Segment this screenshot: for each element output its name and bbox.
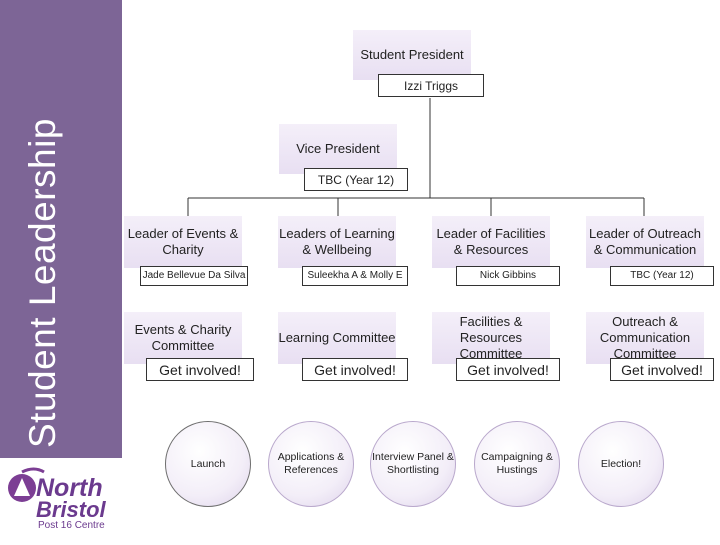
- process-step-label: Applications & References: [277, 451, 345, 476]
- leader-name-box: TBC (Year 12): [610, 266, 714, 286]
- get-involved-label: Get involved!: [467, 361, 549, 378]
- logo-mark-icon: [8, 467, 45, 502]
- north-bristol-logo: [0, 462, 122, 540]
- president-role-box: Student President: [353, 30, 471, 80]
- logo-text-subtitle: Post 16 Centre: [38, 520, 105, 531]
- committee-box: Facilities & Resources Committee: [432, 312, 550, 364]
- committee-box: Events & Charity Committee: [124, 312, 242, 364]
- president-name: Izzi Triggs: [403, 78, 458, 93]
- logo-text-bristol: Bristol: [36, 497, 106, 522]
- vp-role-box: Vice President: [279, 124, 397, 174]
- leader-role: Leader of Facilities & Resources: [436, 226, 546, 257]
- committee-box: Learning Committee: [278, 312, 396, 364]
- leader-role-box: Leaders of Learning & Wellbeing: [278, 216, 396, 268]
- leader-name-box: Jade Bellevue Da Silva: [140, 266, 248, 286]
- leader-role: Leaders of Learning & Wellbeing: [279, 226, 395, 257]
- get-involved-box: Get involved!: [610, 358, 714, 381]
- get-involved-label: Get involved!: [159, 361, 241, 378]
- leader-name: Nick Gibbins: [479, 270, 537, 281]
- leader-name: TBC (Year 12): [630, 270, 694, 281]
- leader-role-box: Leader of Outreach & Communication: [586, 216, 704, 268]
- vp-role: Vice President: [296, 141, 380, 156]
- vp-name-box: TBC (Year 12): [304, 168, 408, 191]
- process-step: Election!: [578, 421, 664, 507]
- get-involved-box: Get involved!: [302, 358, 408, 381]
- get-involved-label: Get involved!: [621, 361, 703, 378]
- leader-name-box: Nick Gibbins: [456, 266, 560, 286]
- get-involved-label: Get involved!: [314, 361, 396, 378]
- leader-name-box: Suleekha A & Molly E: [302, 266, 408, 286]
- process-step: Applications & References: [268, 421, 354, 507]
- president-name-box: Izzi Triggs: [378, 74, 484, 97]
- vp-name: TBC (Year 12): [317, 172, 395, 187]
- leader-role-box: Leader of Events & Charity: [124, 216, 242, 268]
- process-step-label: Election!: [600, 457, 642, 470]
- process-step: Interview Panel & Shortlisting: [370, 421, 456, 507]
- committee-name: Outreach & Communication Committee: [599, 314, 691, 361]
- leader-role-box: Leader of Facilities & Resources: [432, 216, 550, 268]
- process-step-label: Interview Panel & Shortlisting: [372, 451, 454, 476]
- process-step-label: Campaigning & Hustings: [481, 451, 553, 476]
- get-involved-box: Get involved!: [456, 358, 560, 381]
- logo-text-north: North: [36, 474, 103, 502]
- committee-name: Events & Charity Committee: [134, 322, 232, 353]
- president-role: Student President: [360, 47, 464, 62]
- process-step-label: Launch: [190, 457, 226, 470]
- committee-name: Learning Committee: [278, 330, 396, 345]
- process-step: Launch: [165, 421, 251, 507]
- sidebar-panel: Student Leadership: [0, 0, 122, 458]
- get-involved-box: Get involved!: [146, 358, 254, 381]
- process-step: Campaigning & Hustings: [474, 421, 560, 507]
- committee-name: Facilities & Resources Committee: [459, 314, 523, 361]
- leader-role: Leader of Outreach & Communication: [588, 226, 702, 257]
- leader-role: Leader of Events & Charity: [127, 226, 239, 257]
- leader-name: Jade Bellevue Da Silva: [142, 270, 246, 281]
- leader-name: Suleekha A & Molly E: [307, 270, 403, 281]
- committee-box: Outreach & Communication Committee: [586, 312, 704, 364]
